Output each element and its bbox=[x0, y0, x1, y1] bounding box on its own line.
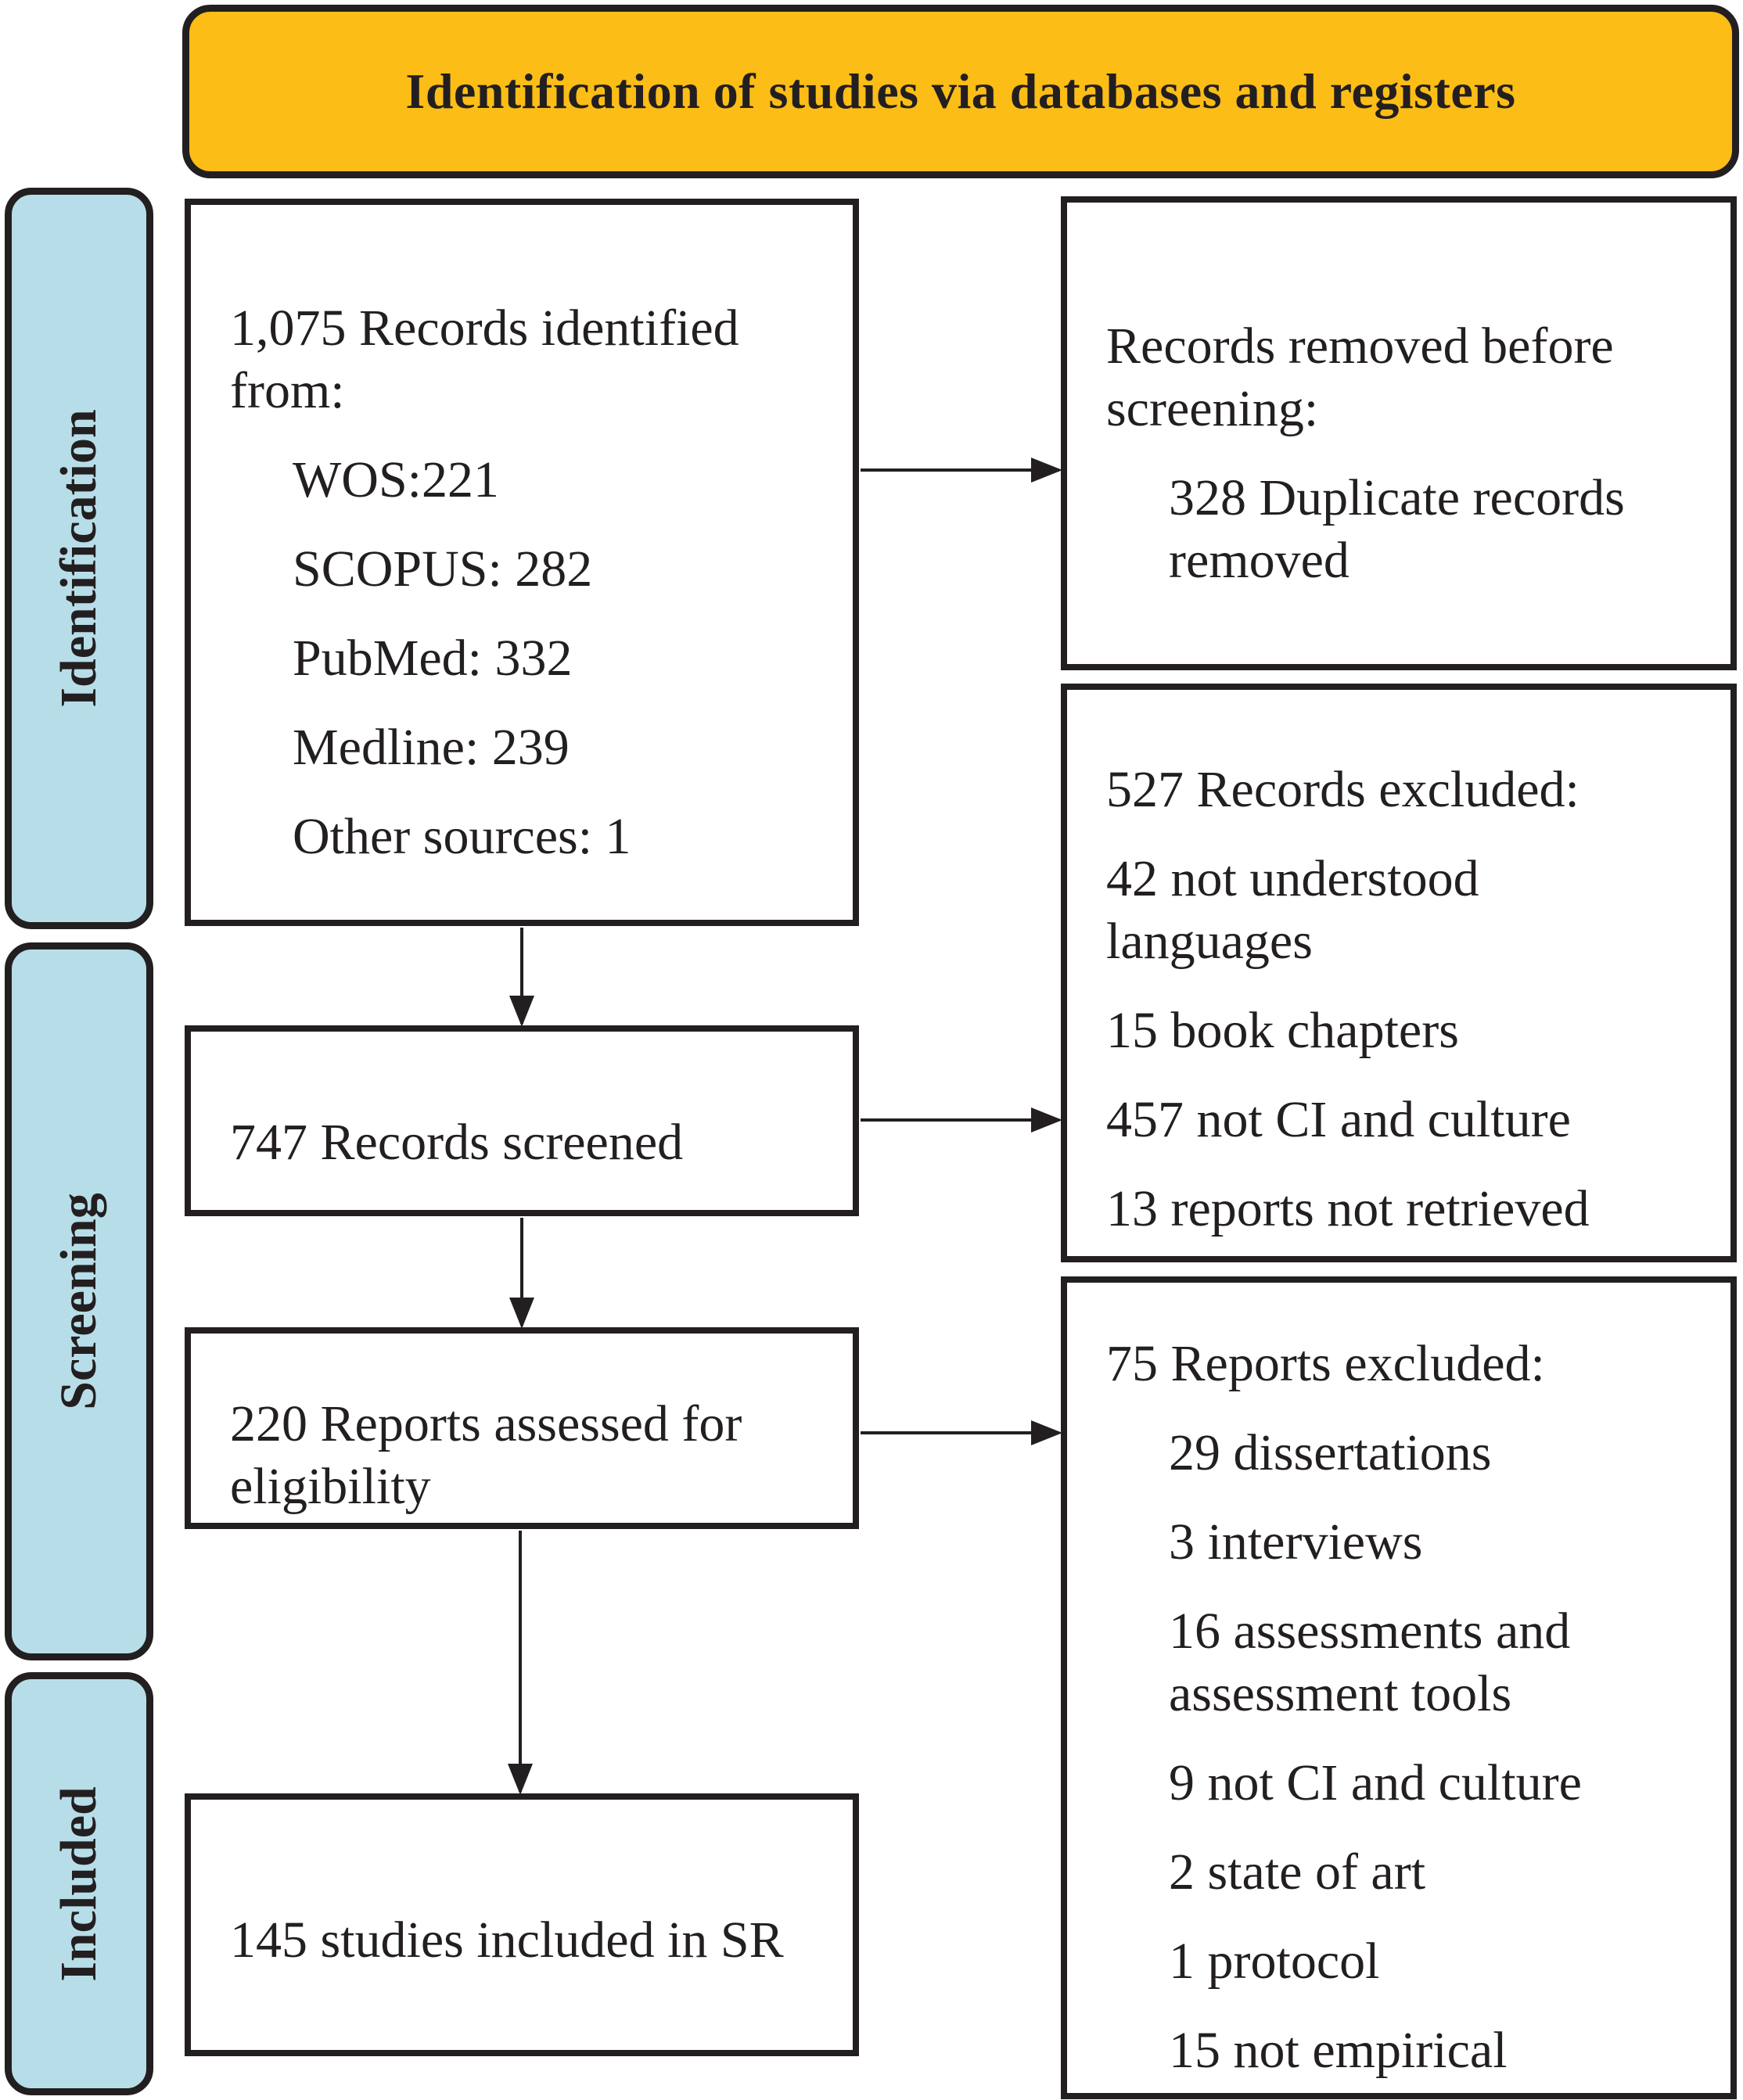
phase-screening: Screening bbox=[5, 942, 153, 1660]
identified-title-line2: from: bbox=[230, 362, 345, 419]
phase-identification: Identification bbox=[5, 188, 153, 929]
source-other: Other sources: 1 bbox=[293, 808, 631, 865]
removed-title-line2: screening: bbox=[1106, 380, 1319, 437]
reports-excluded-item1: 29 dissertations bbox=[1169, 1424, 1492, 1481]
records-screened-box: 747 Records screened bbox=[185, 1025, 859, 1216]
records-excluded-item4: 13 reports not retrieved bbox=[1106, 1180, 1590, 1237]
removed-title-line1: Records removed before bbox=[1106, 318, 1614, 375]
studies-included-box: 145 studies included in SR bbox=[185, 1793, 859, 2056]
reports-excluded-title: 75 Reports excluded: bbox=[1106, 1335, 1545, 1392]
records-excluded-item2: 15 book chapters bbox=[1106, 1002, 1459, 1059]
included-label: 145 studies included in SR bbox=[230, 1912, 784, 1969]
records-removed-box: Records removed before screening: 328 Du… bbox=[1061, 196, 1737, 670]
records-identified-box: 1,075 Records identified from: WOS:221 S… bbox=[185, 199, 859, 926]
screened-label: 747 Records screened bbox=[230, 1114, 684, 1171]
reports-excluded-item3-line2: assessment tools bbox=[1169, 1665, 1512, 1722]
source-medline: Medline: 239 bbox=[293, 719, 570, 776]
reports-excluded-item6: 1 protocol bbox=[1169, 1933, 1380, 1990]
records-excluded-title: 527 Records excluded: bbox=[1106, 761, 1579, 818]
source-scopus: SCOPUS: 282 bbox=[293, 540, 593, 598]
reports-excluded-box: 75 Reports excluded: 29 dissertations 3 … bbox=[1061, 1276, 1737, 2099]
reports-excluded-item7: 15 not empirical bbox=[1169, 2022, 1508, 2079]
records-excluded-item3: 457 not CI and culture bbox=[1106, 1091, 1571, 1148]
removed-item-line1: 328 Duplicate records bbox=[1169, 469, 1625, 526]
header-banner: Identification of studies via databases … bbox=[182, 5, 1739, 178]
reports-excluded-item5: 2 state of art bbox=[1169, 1843, 1426, 1901]
reports-excluded-item2: 3 interviews bbox=[1169, 1513, 1423, 1571]
records-excluded-item1-line1: 42 not understood bbox=[1106, 850, 1479, 907]
source-wos: WOS:221 bbox=[293, 451, 499, 508]
source-pubmed: PubMed: 332 bbox=[293, 630, 573, 687]
records-excluded-box: 527 Records excluded: 42 not understood … bbox=[1061, 684, 1737, 1262]
phase-included: Included bbox=[5, 1672, 153, 2095]
reports-excluded-item3-line1: 16 assessments and bbox=[1169, 1603, 1571, 1660]
identified-title-line1: 1,075 Records identified bbox=[230, 300, 739, 357]
reports-excluded-item4: 9 not CI and culture bbox=[1169, 1754, 1582, 1811]
header-title: Identification of studies via databases … bbox=[405, 63, 1516, 119]
reports-assessed-box: 220 Reports assessed for eligibility bbox=[185, 1327, 859, 1529]
removed-item-line2: removed bbox=[1169, 532, 1349, 589]
assessed-line2: eligibility bbox=[230, 1458, 431, 1515]
records-excluded-item1-line2: languages bbox=[1106, 913, 1313, 970]
assessed-line1: 220 Reports assessed for bbox=[230, 1395, 742, 1452]
